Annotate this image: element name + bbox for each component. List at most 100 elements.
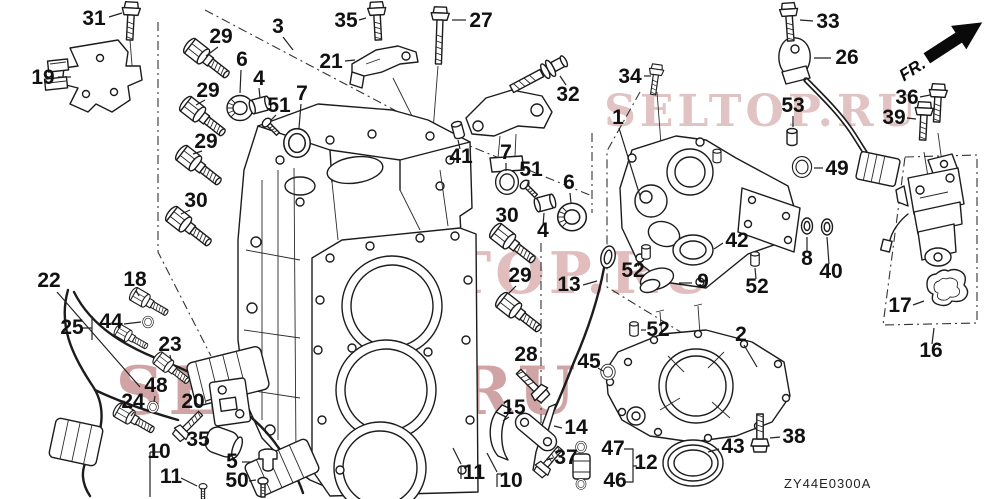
- leader-line-30: [180, 209, 191, 215]
- pin-53: [786, 127, 798, 147]
- leader-line-51: [270, 114, 277, 121]
- part-label-22: 22: [37, 269, 60, 292]
- pin-52c: [629, 321, 639, 337]
- part-label-2: 2: [735, 323, 747, 346]
- part-label-51: 51: [519, 158, 543, 181]
- part-label-3: 3: [272, 15, 284, 38]
- part-label-45: 45: [577, 350, 601, 373]
- seal-7a: [283, 127, 311, 159]
- bracket-20: [208, 377, 252, 427]
- bracket-7-anchor: [465, 89, 553, 173]
- part-label-28: 28: [514, 343, 538, 366]
- part-label-44: 44: [99, 310, 123, 333]
- arm-14: [514, 412, 558, 452]
- part-label-13: 13: [557, 273, 580, 296]
- part-label-52: 52: [745, 275, 768, 298]
- gasket-9: [639, 267, 675, 294]
- oring-45: [600, 363, 616, 381]
- leader-line-2: [743, 344, 758, 368]
- solenoid-assembly: [879, 153, 965, 267]
- bracket-19: [43, 39, 143, 113]
- part-label-15: 15: [502, 396, 526, 419]
- pin-52b: [750, 251, 760, 267]
- leader-line-16: [931, 327, 935, 345]
- leader-line-20: [205, 398, 213, 402]
- bolt-27: [428, 5, 451, 65]
- part-label-17: 17: [888, 294, 911, 317]
- leader-line-41: [457, 139, 461, 150]
- part-label-4: 4: [253, 67, 265, 90]
- leader-line-17: [912, 300, 925, 306]
- part-label-46: 46: [603, 469, 626, 492]
- part-label-5: 5: [226, 450, 238, 473]
- part-label-39: 39: [882, 106, 905, 129]
- bolt-35: [366, 0, 389, 42]
- leader-line-6: [239, 69, 242, 94]
- part-label-4: 4: [537, 219, 549, 242]
- part-label-48: 48: [144, 374, 168, 397]
- part-label-33: 33: [816, 10, 839, 33]
- part-label-18: 18: [123, 268, 147, 291]
- leader-line-4: [542, 212, 545, 227]
- part-label-35: 35: [334, 9, 358, 32]
- part-label-9: 9: [697, 270, 709, 293]
- leader-line-22: [56, 291, 141, 388]
- fr-arrow-icon: [923, 22, 983, 64]
- leader-line-40: [826, 236, 830, 265]
- oil-filter-46: [572, 440, 591, 490]
- part-label-40: 40: [819, 260, 842, 283]
- part-label-53: 53: [781, 94, 804, 117]
- dipstick: [532, 245, 616, 471]
- leader-line-52: [637, 258, 645, 267]
- washer-48-drawing: [147, 400, 159, 414]
- oring-49: [791, 156, 813, 178]
- part-label-8: 8: [801, 247, 813, 270]
- leader-line-23: [169, 354, 172, 361]
- part-label-35: 35: [186, 428, 210, 451]
- part-label-38: 38: [782, 425, 806, 448]
- oil-pump-seal-42: [672, 234, 714, 266]
- leader-line-50: [248, 479, 257, 482]
- part-label-25: 25: [60, 316, 84, 339]
- leader-lines: [56, 12, 935, 482]
- part-label-30: 30: [495, 204, 518, 227]
- part-label-23: 23: [158, 333, 181, 356]
- part-label-7: 7: [296, 82, 308, 105]
- part-label-10: 10: [147, 440, 170, 463]
- part-label-52: 52: [646, 318, 669, 341]
- part-label-24: 24: [121, 390, 145, 413]
- part-label-41: 41: [449, 145, 473, 168]
- plug-6a: [226, 94, 254, 122]
- washer-8: [800, 217, 814, 235]
- part-label-20: 20: [181, 390, 204, 413]
- leader-line-29: [205, 46, 219, 57]
- plug-6b: [556, 202, 588, 232]
- leader-line-14: [553, 425, 563, 429]
- bolt-31: [119, 0, 142, 42]
- leader-line-6: [569, 192, 572, 204]
- part-label-16: 16: [919, 339, 942, 362]
- part-label-36: 36: [895, 86, 918, 109]
- leader-line-44: [123, 321, 142, 325]
- leader-line-4: [258, 87, 261, 99]
- part-label-26: 26: [835, 46, 858, 69]
- leader-line-21: [344, 59, 356, 62]
- part-label-32: 32: [556, 83, 579, 106]
- label-brackets: [83, 316, 637, 497]
- oring-44-drawing: [142, 315, 154, 329]
- leader-line-15: [502, 416, 510, 422]
- part-label-6: 6: [563, 171, 575, 194]
- sensor-18-drawing: [127, 285, 172, 320]
- fasteners: [119, 0, 949, 499]
- leader-line-36: [919, 94, 931, 98]
- spacer-4b: [532, 192, 558, 214]
- part-label-37: 37: [554, 446, 577, 469]
- washer-40: [820, 218, 834, 236]
- oil-pump-plate: [619, 135, 801, 289]
- leader-line-7: [298, 103, 302, 129]
- bracket-15: [489, 404, 512, 461]
- leader-line-18: [135, 289, 140, 297]
- leader-line-29: [192, 150, 203, 155]
